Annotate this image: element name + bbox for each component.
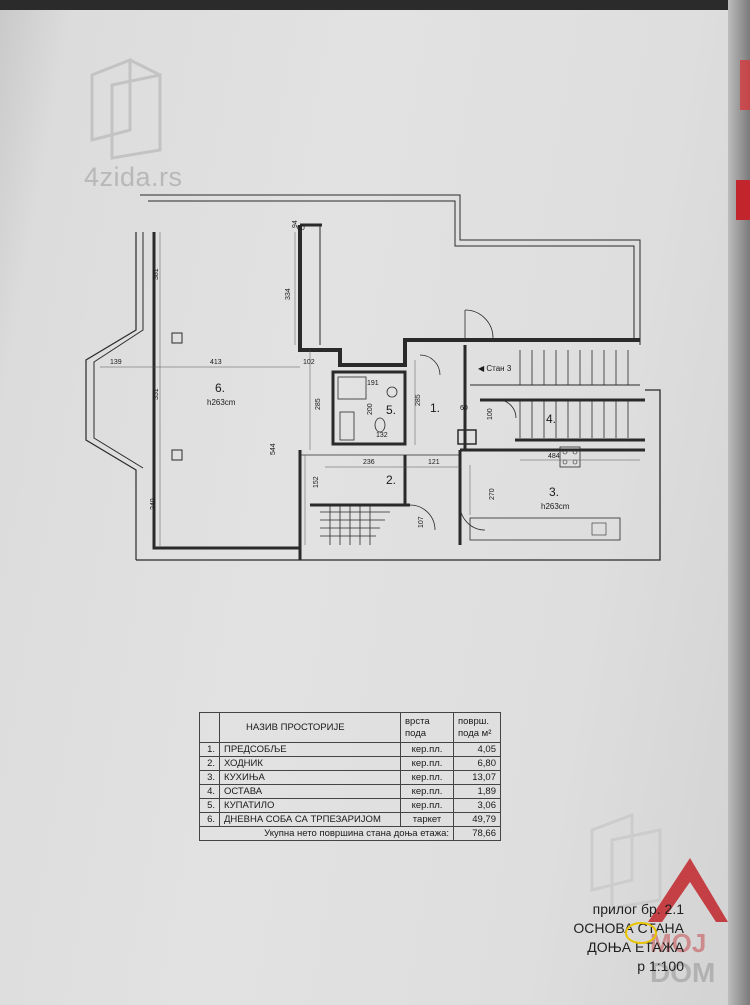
room-6-height: h263cm xyxy=(207,398,236,407)
total-label: Укупна нето површина стана доња етажа: xyxy=(199,826,454,841)
top-shadow xyxy=(0,0,750,10)
svg-text:191: 191 xyxy=(367,380,379,387)
room-1-label: 1. xyxy=(430,401,440,415)
room-2-label: 2. xyxy=(386,473,396,487)
svg-text:107: 107 xyxy=(418,516,425,528)
dimension-labels: 94 60 381 334 139 413 102 351 285 191 20… xyxy=(110,220,560,528)
svg-text:200: 200 xyxy=(367,403,374,415)
room-3-height: h263cm xyxy=(541,502,570,511)
total-value: 78,66 xyxy=(453,826,501,841)
svg-text:413: 413 xyxy=(210,359,222,366)
svg-text:94: 94 xyxy=(292,220,299,228)
highlight-circle-icon xyxy=(625,922,657,944)
header-area: површ. пода м² xyxy=(453,712,501,743)
room-6-label: 6. xyxy=(215,381,225,395)
watermark-logo-bottom-icon xyxy=(590,812,662,910)
red-tab-lower xyxy=(736,180,750,220)
svg-text:381: 381 xyxy=(153,268,160,280)
room-5-label: 5. xyxy=(386,403,396,417)
svg-text:132: 132 xyxy=(376,432,388,439)
svg-text:MOJ: MOJ xyxy=(650,928,706,958)
svg-text:285: 285 xyxy=(315,398,322,410)
svg-text:484: 484 xyxy=(548,453,560,460)
watermark-logo-icon xyxy=(90,57,162,160)
table-row: 6. ДНЕВНА СОБА СА ТРПЕЗАРИЈОМ таркет 49,… xyxy=(199,812,501,827)
stamp-floor: ДОЊА ЕТАЖА xyxy=(587,939,684,955)
svg-text:351: 351 xyxy=(153,388,160,400)
svg-text:139: 139 xyxy=(110,359,122,366)
table-total-row: Укупна нето површина стана доња етажа: 7… xyxy=(199,826,501,841)
svg-text:60: 60 xyxy=(297,225,305,232)
table-row: 1. ПРЕДСОБЉЕ кер.пл. 4,05 xyxy=(199,742,501,757)
binder-edge xyxy=(728,0,750,1005)
svg-text:334: 334 xyxy=(285,288,292,300)
svg-text:236: 236 xyxy=(363,459,375,466)
stamp-scale: р 1:100 xyxy=(637,958,684,974)
svg-text:100: 100 xyxy=(487,408,494,420)
room-schedule-table: НАЗИВ ПРОСТОРИЈЕ врста пода површ. пода … xyxy=(199,712,501,841)
room-3-label: 3. xyxy=(549,485,559,499)
table-header-row: НАЗИВ ПРОСТОРИЈЕ врста пода површ. пода … xyxy=(199,712,501,743)
svg-text:DOM: DOM xyxy=(650,957,715,988)
watermark-brand: 4zida.rs xyxy=(84,162,183,192)
stair-label: ◀ Стан 3 xyxy=(478,364,512,373)
svg-text:102: 102 xyxy=(303,359,315,366)
moj-dom-logo-icon: MOJ DOM xyxy=(648,858,728,988)
svg-text:240: 240 xyxy=(150,498,157,510)
svg-text:285: 285 xyxy=(415,394,422,406)
stamp-attachment: прилог бр. 2.1 xyxy=(592,901,684,917)
svg-text:152: 152 xyxy=(313,476,320,488)
svg-text:60: 60 xyxy=(460,405,468,412)
table-row: 5. КУПАТИЛО кер.пл. 3,06 xyxy=(199,798,501,813)
red-tab xyxy=(740,60,750,110)
room-4-label: 4. xyxy=(546,412,556,426)
table-row: 3. КУХИЊА кер.пл. 13,07 xyxy=(199,770,501,785)
svg-text:544: 544 xyxy=(270,443,277,455)
svg-text:270: 270 xyxy=(489,488,496,500)
svg-text:121: 121 xyxy=(428,459,440,466)
